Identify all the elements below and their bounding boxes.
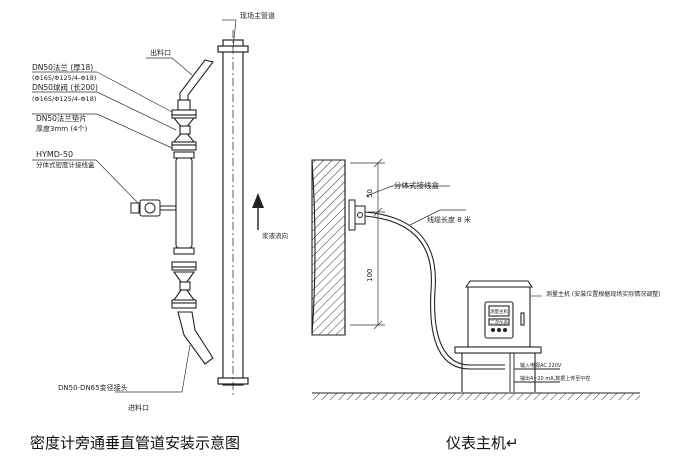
reducer-label: DN50-DN65变径接头 [58, 383, 128, 392]
caption-left: 密度计旁通垂直管道安装示意图 [30, 434, 241, 452]
flow-direction-label: 浆液流向 [262, 231, 288, 240]
ball-valve-spec-label: (Φ165/Φ125/4-Φ18) [32, 95, 96, 103]
ball-valve-label: DN50球阀 (长200) [32, 82, 98, 92]
leader-lines-left [32, 19, 237, 393]
junction-box-label: 分体式密度计接线盒 [36, 160, 95, 169]
main-pipe [217, 30, 249, 395]
bypass-assembly [171, 59, 214, 365]
conduits [509, 353, 560, 392]
outlet-label: 出料口 [150, 48, 171, 57]
main-pipe-label: 现场主管道 [240, 11, 275, 20]
ground [312, 392, 640, 400]
cable-length-label: 线缆长度 8 米 [427, 215, 471, 224]
host-panel-mid: 二次仪表 [490, 319, 508, 326]
wall [311, 159, 346, 336]
power-in-label: 输入电源AC 220V [520, 362, 562, 369]
junction-box-left [130, 199, 176, 217]
dim-lower-label: 100 [366, 269, 374, 282]
cable [364, 211, 505, 370]
host-cabinet [454, 280, 542, 392]
gasket-label: DN50法兰垫片 [36, 113, 87, 123]
inlet-label: 进料口 [128, 403, 149, 412]
flow-arrow [252, 193, 264, 230]
right-junction-box-label: 分体式接线盒 [394, 180, 439, 190]
junction-box-right [348, 199, 366, 231]
host-panel-top: 测量主机 [490, 308, 508, 315]
caption-right: 仪表主机↵ [446, 434, 519, 452]
leader-lines-right [365, 185, 542, 297]
host-label: 测量主机 (安装位置根据现场实际情况调整) [546, 290, 661, 298]
flange-label: DN50法兰 (厚18) [32, 62, 93, 72]
signal-out-label: 输出4~20 mA,数据上传至中控 [520, 375, 590, 382]
flange-spec-label: (Φ165/Φ125/4-Φ18) [32, 74, 96, 82]
model-label: HYMD-50 [36, 150, 73, 159]
dimension-lines [350, 158, 385, 330]
dim-upper-label: 50 [366, 189, 374, 198]
gasket-thickness-label: 厚度3mm (4个) [36, 124, 88, 133]
